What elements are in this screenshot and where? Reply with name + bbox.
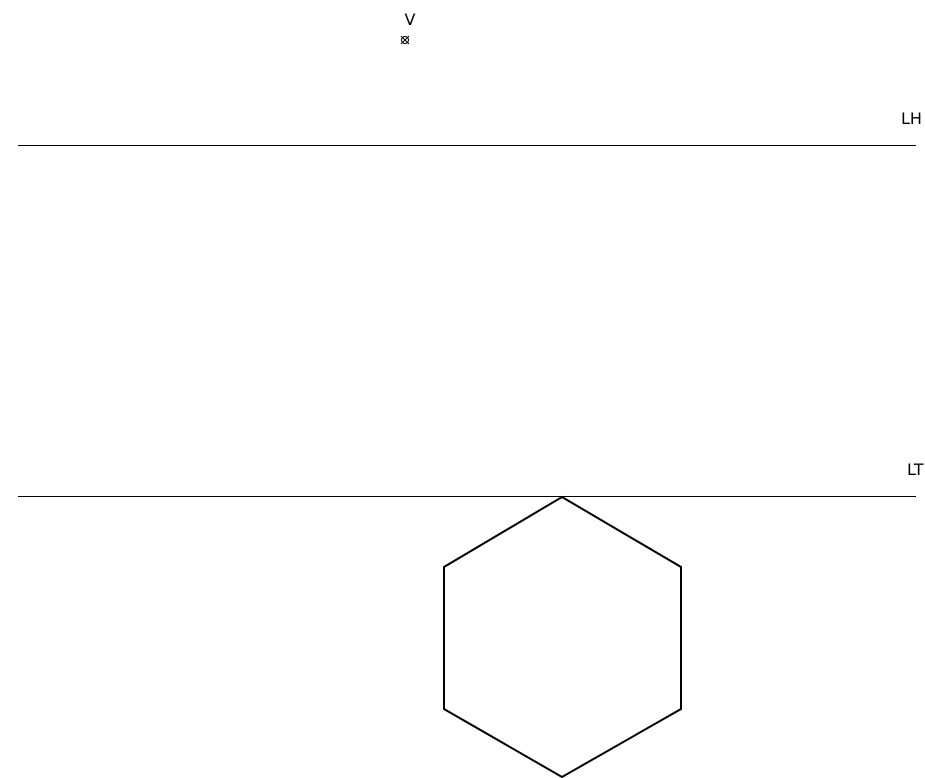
horizon-line: LH [18, 109, 922, 146]
vanishing-point-label: V [405, 10, 416, 29]
ground-line: LT [18, 460, 924, 497]
horizon-line-label: LH [901, 109, 922, 128]
ground-line-label: LT [907, 460, 924, 479]
hexagon-shape [443, 495, 682, 778]
vanishing-point: V [400, 10, 416, 45]
vanishing-point-marker [400, 35, 410, 45]
